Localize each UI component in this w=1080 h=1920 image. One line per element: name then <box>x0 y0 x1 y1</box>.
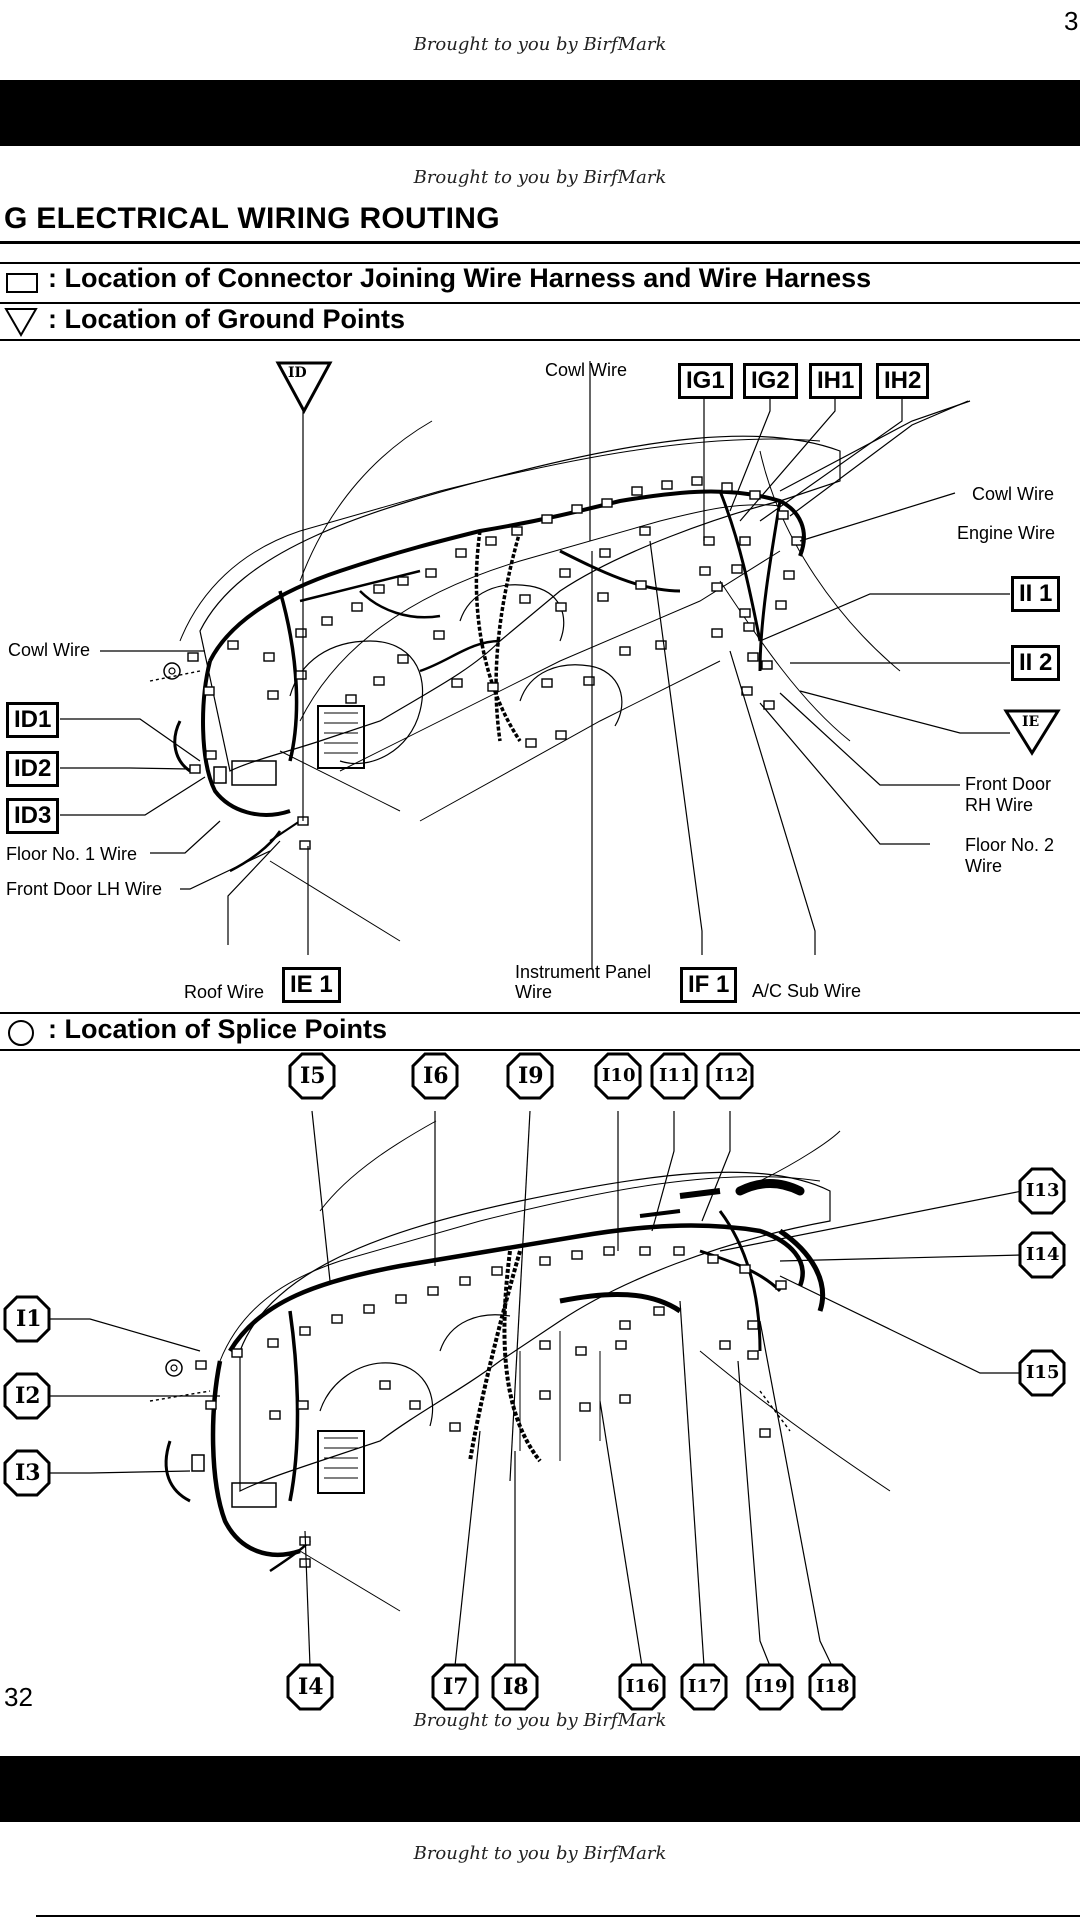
legend-rule-4 <box>0 1012 1080 1014</box>
ground-connector-diagram <box>60 361 1061 969</box>
tag-ih2: IH2 <box>876 363 930 399</box>
label-engine-wire: Engine Wire <box>957 523 1056 543</box>
label-floor2-1: Floor No. 2 <box>965 835 1055 855</box>
legend-rule-1 <box>0 262 1080 264</box>
label-cowl-wire-right: Cowl Wire <box>972 484 1055 504</box>
label-instrument-panel-1: Instrument Panel <box>515 962 652 982</box>
splice-tag-i14: I14 <box>1026 1244 1060 1265</box>
splice-tag-i7: I7 <box>443 1674 469 1700</box>
tag-if1: IF 1 <box>680 967 738 1003</box>
legend-connector: : Location of Connector Joining Wire Har… <box>48 263 872 293</box>
section-title: G ELECTRICAL WIRING ROUTING <box>4 202 500 235</box>
corner-page-number: 3 <box>1064 6 1079 36</box>
title-rule <box>0 241 1080 244</box>
label-front-door-rh-1: Front Door <box>965 774 1052 794</box>
credit-next-page: Brought to you by BirfMark <box>413 1843 667 1864</box>
splice-tag-i19: I19 <box>754 1676 788 1697</box>
credit-top: Brought to you by BirfMark <box>413 34 667 55</box>
black-band-bottom <box>0 1756 1080 1822</box>
splice-tag-i6: I6 <box>423 1063 449 1089</box>
legend-ground: : Location of Ground Points <box>48 304 405 334</box>
page-number: 32 <box>4 1682 33 1712</box>
splice-tag-i10: I10 <box>602 1065 636 1086</box>
credit-bottom: Brought to you by BirfMark <box>413 1710 667 1731</box>
tag-ii2: II 2 <box>1011 645 1061 681</box>
label-cowl-wire-left: Cowl Wire <box>8 640 91 660</box>
ground-tag-id: ID <box>288 365 307 381</box>
tag-id3: ID3 <box>6 798 60 834</box>
label-floor2-2: Wire <box>965 856 1002 876</box>
splice-tag-i16: I16 <box>626 1676 660 1697</box>
tag-ig1: IG1 <box>678 363 733 399</box>
label-roof-wire: Roof Wire <box>184 982 265 1002</box>
bottom-rule <box>36 1915 1080 1917</box>
legend-rule-3 <box>0 339 1080 341</box>
black-band-top <box>0 80 1080 146</box>
connector-box-icon <box>6 273 38 293</box>
legend-rule-5 <box>0 1049 1080 1051</box>
splice-tag-i4: I4 <box>298 1674 324 1700</box>
tag-ie1: IE 1 <box>282 967 341 1003</box>
splice-tag-i11: I11 <box>659 1065 693 1086</box>
splice-tag-i2: I2 <box>15 1383 41 1409</box>
ground-tag-ie: IE <box>1022 714 1040 730</box>
splice-tag-i3: I3 <box>15 1460 41 1486</box>
legend-splice: : Location of Splice Points <box>48 1014 388 1044</box>
tag-ih1: IH1 <box>809 363 863 399</box>
label-front-door-lh-wire: Front Door LH Wire <box>6 879 163 899</box>
tag-id1: ID1 <box>6 702 60 738</box>
splice-tag-i15: I15 <box>1026 1362 1060 1383</box>
tag-ig2: IG2 <box>743 363 798 399</box>
splice-points-diagram <box>48 1110 1023 1667</box>
splice-tag-i12: I12 <box>715 1065 749 1086</box>
label-instrument-panel-2: Wire <box>515 982 552 1002</box>
label-cowl-wire-top: Cowl Wire <box>545 360 628 380</box>
splice-circle-icon <box>8 1020 34 1046</box>
splice-tag-i13: I13 <box>1026 1180 1060 1201</box>
legend-rule-2 <box>0 302 1080 304</box>
tag-ii1: II 1 <box>1011 576 1061 612</box>
splice-tag-i8: I8 <box>503 1674 529 1700</box>
credit-header: Brought to you by BirfMark <box>413 167 667 188</box>
label-ac-sub-wire: A/C Sub Wire <box>752 981 862 1001</box>
splice-tag-i9: I9 <box>518 1063 544 1089</box>
ground-triangle-icon <box>4 308 38 337</box>
tag-id2: ID2 <box>6 751 60 787</box>
splice-tag-i5: I5 <box>300 1063 326 1089</box>
label-floor1-wire: Floor No. 1 Wire <box>6 844 138 864</box>
splice-tag-i17: I17 <box>688 1676 722 1697</box>
splice-tag-i18: I18 <box>816 1676 850 1697</box>
label-front-door-rh-2: RH Wire <box>965 795 1033 815</box>
splice-tag-i1: I1 <box>16 1306 42 1332</box>
